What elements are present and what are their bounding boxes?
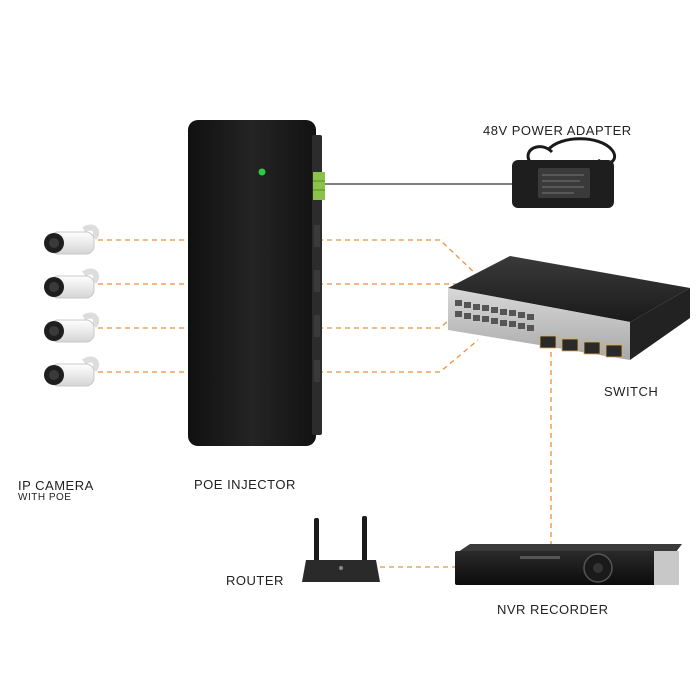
switch-links (318, 239, 552, 568)
ip-camera-2 (44, 268, 100, 299)
ip-camera-sublabel: WITH POE (18, 492, 72, 503)
ip-camera-1 (44, 224, 100, 255)
router (302, 516, 380, 582)
router-led-icon (339, 566, 343, 570)
nvr-recorder (455, 544, 682, 585)
switch-label: SWITCH (604, 384, 659, 399)
poe-port (314, 225, 320, 247)
power-led-icon (258, 168, 266, 176)
poe-port (314, 270, 320, 292)
ip-camera-3 (44, 312, 100, 343)
switch-port (561, 338, 579, 352)
switch-port (605, 344, 623, 358)
poe-injector-body (188, 120, 316, 446)
ip-cameras (44, 224, 100, 387)
poe-port (314, 315, 320, 337)
power-adapter (512, 137, 617, 208)
router-body (302, 560, 380, 582)
switch-port (583, 341, 601, 355)
power-adapter-label: 48V POWER ADAPTER (483, 123, 632, 138)
switch-side (630, 288, 690, 360)
router-antenna (314, 518, 319, 562)
router-label: ROUTER (226, 573, 284, 588)
poe-injector-label: POE INJECTOR (194, 477, 296, 492)
ip-camera-label: IP CAMERA (18, 478, 94, 493)
switch-link-1 (318, 239, 479, 277)
nvr-side (654, 551, 679, 585)
power-terminal-icon (313, 172, 325, 200)
switch-link-4 (318, 339, 479, 373)
poe-port (314, 360, 320, 382)
router-antenna (362, 516, 367, 562)
nvr-top (458, 544, 682, 552)
switch-port (539, 335, 557, 349)
camera-links (98, 239, 188, 373)
poe-injector (188, 120, 325, 446)
network-switch (448, 256, 690, 360)
switch-top (448, 256, 690, 322)
nvr-body (455, 551, 679, 585)
nvr-recorder-label: NVR RECORDER (497, 602, 609, 617)
ip-camera-4 (44, 356, 100, 387)
